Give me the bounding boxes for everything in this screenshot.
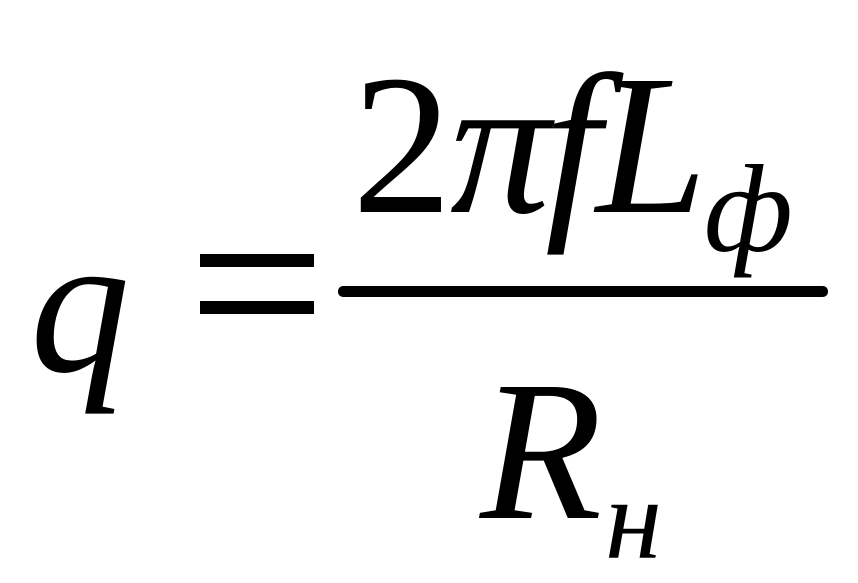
equals-sign-top-bar [200, 254, 314, 267]
lhs-variable-q: q [30, 194, 130, 415]
numerator-coefficient: 2 [352, 35, 452, 256]
numerator-pi: π [450, 35, 551, 256]
numerator-inductance: L [596, 35, 708, 256]
denominator-resistance: R [480, 341, 603, 562]
fraction-bar [338, 286, 828, 297]
resistance-subscript: н [605, 456, 663, 583]
equals-sign-bottom-bar [200, 301, 314, 314]
numerator-frequency: f [545, 35, 601, 256]
inductance-subscript: ф [704, 141, 793, 279]
